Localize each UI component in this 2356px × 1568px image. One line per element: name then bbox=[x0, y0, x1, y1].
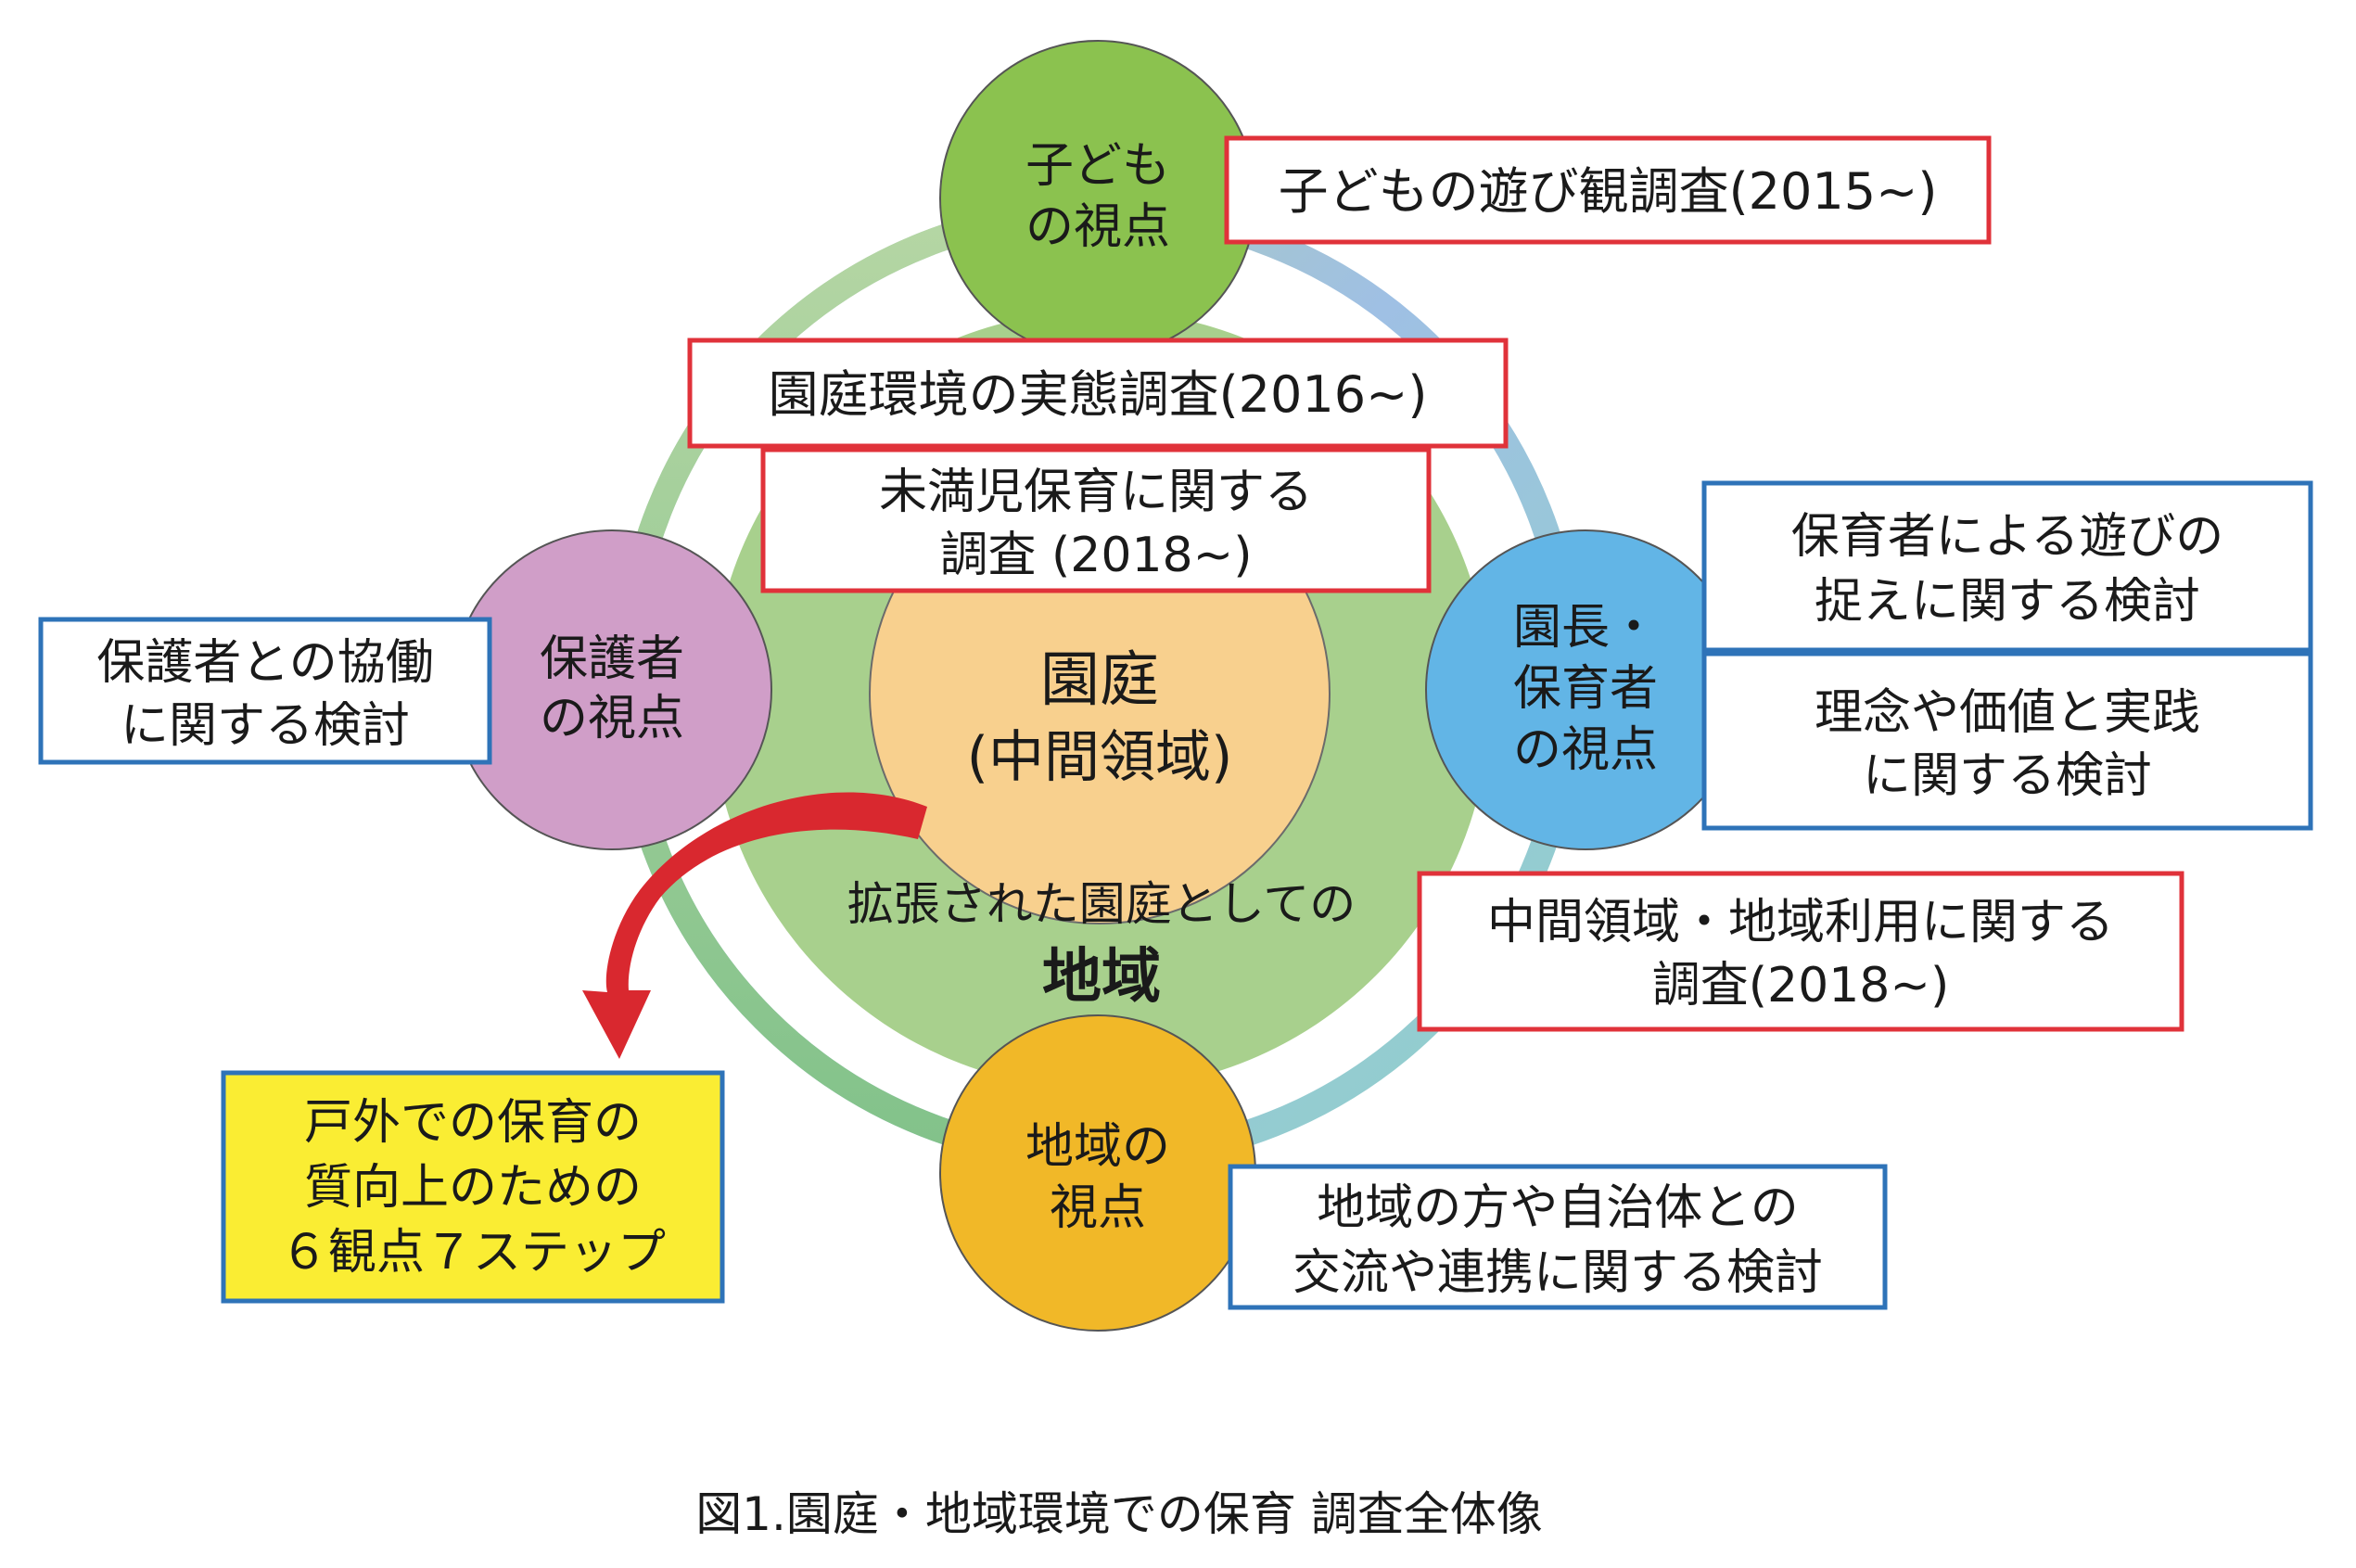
intermediate-survey-line2: 調査(2018~) bbox=[1652, 958, 1949, 1013]
under3-survey-line2: 調査 (2018~) bbox=[939, 528, 1252, 583]
child-perspective-circle bbox=[939, 40, 1256, 357]
guardian-perspective-line2: の視点 bbox=[540, 691, 684, 746]
region-label-line2: 地域 bbox=[1042, 943, 1161, 1012]
outcome-line1: 戸外での保育の bbox=[304, 1095, 642, 1151]
center-label-line1: 園庭 bbox=[1040, 646, 1159, 715]
outcome-line2: 質向上のための bbox=[304, 1160, 642, 1216]
child-play-survey-box bbox=[1224, 135, 1992, 245]
community-perspective-line2: 視点 bbox=[1050, 1180, 1146, 1236]
community-perspective-line1: 地域の bbox=[1025, 1119, 1170, 1175]
child-play-survey-label: 子どもの遊び観調査(2015~) bbox=[1279, 162, 1938, 221]
community-exchange-line1: 地域の方や自治体との bbox=[1317, 1180, 1798, 1236]
center-label-line2: (中間領域) bbox=[967, 725, 1233, 790]
intermediate-survey-box bbox=[1417, 871, 2184, 1032]
guardian-perspective-line1: 保護者 bbox=[540, 631, 684, 687]
guardian-perspective-circle bbox=[452, 529, 772, 850]
philosophy-box bbox=[1701, 651, 2313, 831]
community-exchange-box bbox=[1228, 1164, 1888, 1310]
philosophy-line1: 理念や価値と実践 bbox=[1815, 685, 2200, 741]
under3-survey-box bbox=[760, 447, 1432, 593]
staff-play-line2: 捉えに関する検討 bbox=[1815, 574, 2200, 630]
guardian-collab-line1: 保護者との協働 bbox=[96, 635, 433, 691]
figure-caption: 図1.園庭・地域環境での保育 調査全体像 bbox=[695, 1487, 1543, 1541]
garden-env-survey-label: 園庭環境の実態調査(2016~) bbox=[769, 365, 1428, 424]
child-perspective-line1: 子ども bbox=[1025, 138, 1170, 194]
guardian-collab-box bbox=[38, 617, 492, 765]
staff-play-box bbox=[1701, 480, 2313, 653]
guardian-collab-line2: に関する検討 bbox=[121, 698, 410, 754]
curved-arrow bbox=[582, 792, 927, 1059]
outcome-box bbox=[221, 1070, 725, 1304]
region-label-line1: 拡張された園庭としての bbox=[847, 877, 1356, 931]
philosophy-line2: に関する検討 bbox=[1863, 748, 2152, 804]
intermediate-survey-line1: 中間領域・地域利用に関する bbox=[1487, 895, 2114, 950]
staff-play-line1: 保育者による遊びの bbox=[1791, 509, 2223, 565]
under3-survey-line1: 未満児保育に関する bbox=[879, 465, 1313, 520]
community-exchange-line2: 交流や連携に関する検討 bbox=[1293, 1245, 1823, 1301]
garden-env-survey-box bbox=[687, 338, 1509, 449]
staff-perspective-line2: 保育者 bbox=[1513, 661, 1658, 717]
staff-perspective-line1: 園長・ bbox=[1513, 600, 1658, 656]
outcome-line3: ６観点７ステップ bbox=[280, 1225, 666, 1281]
child-perspective-line2: の視点 bbox=[1025, 199, 1170, 255]
staff-perspective-line3: の視点 bbox=[1513, 722, 1658, 778]
